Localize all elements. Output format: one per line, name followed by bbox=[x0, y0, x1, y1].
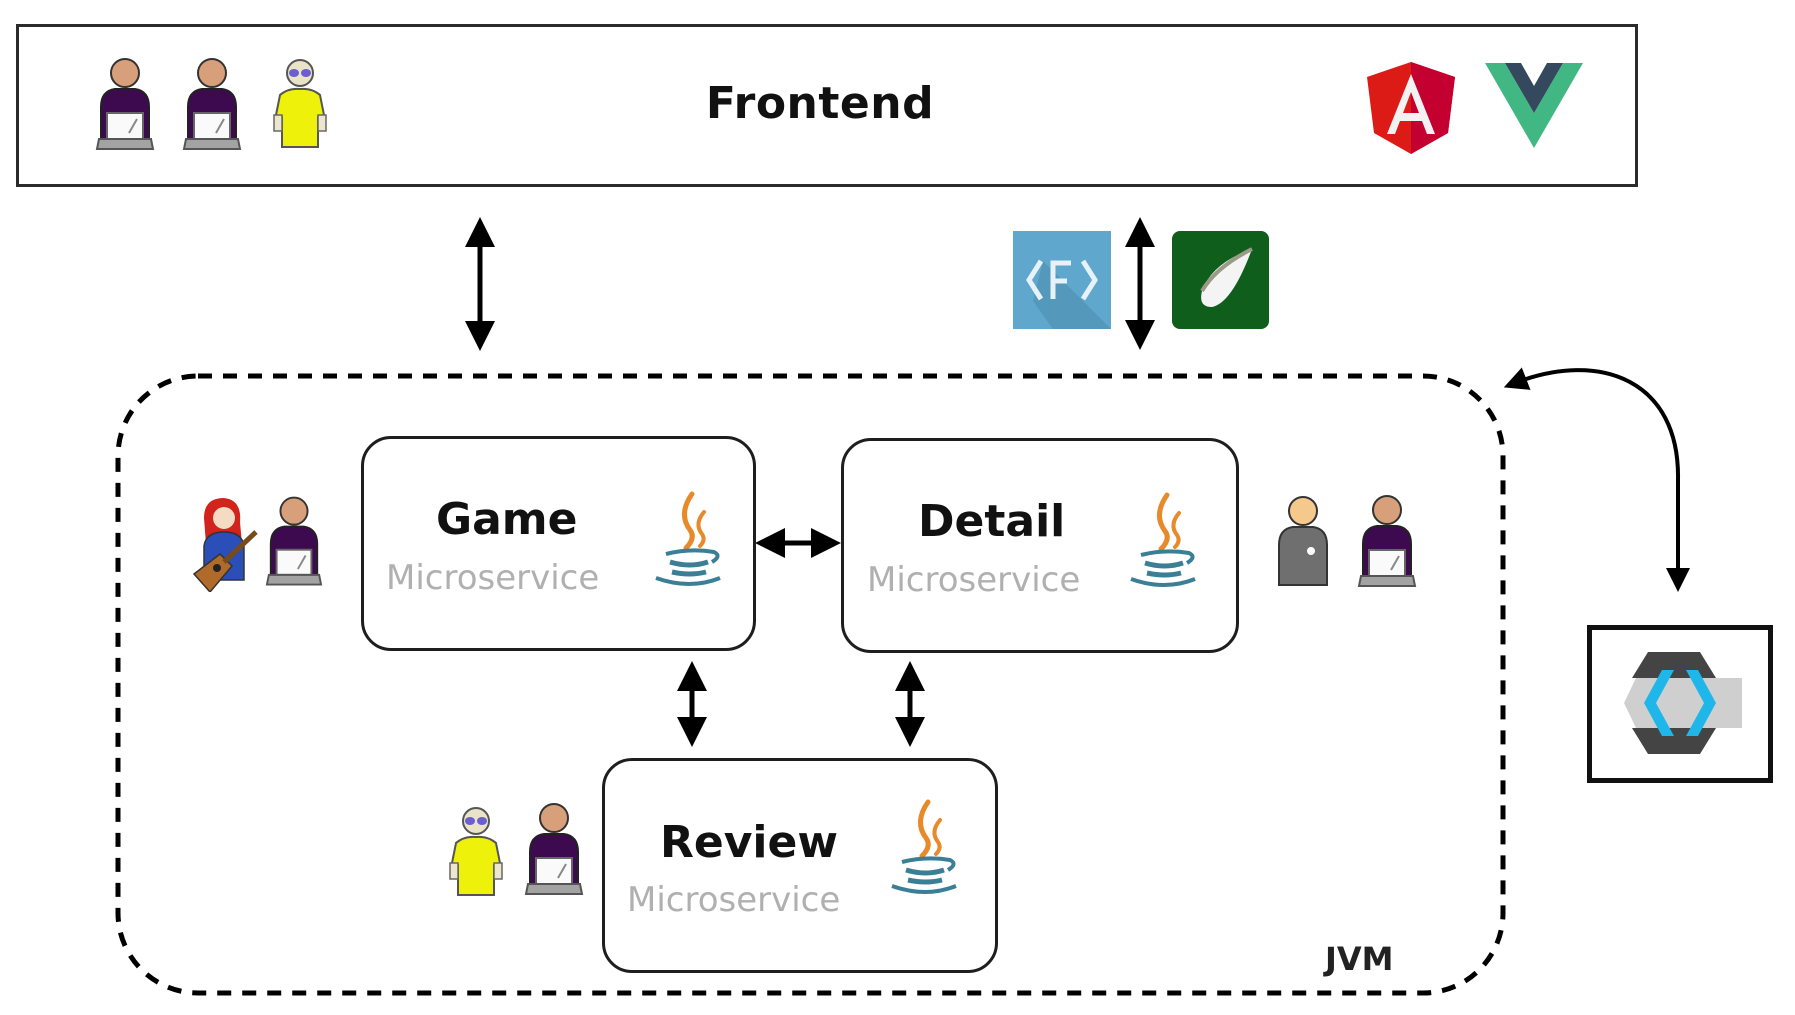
java-icon bbox=[650, 490, 730, 590]
developer-icon bbox=[182, 55, 242, 155]
guitarist-icon bbox=[190, 492, 262, 592]
tester-icon bbox=[446, 803, 506, 903]
leaf-icon[interactable] bbox=[1172, 231, 1269, 329]
game-service-title: Game bbox=[436, 494, 578, 545]
frontend-box[interactable] bbox=[16, 24, 1638, 187]
detail-service-title: Detail bbox=[918, 496, 1066, 547]
keycloak-icon bbox=[1624, 652, 1742, 754]
developer-icon bbox=[1357, 492, 1417, 592]
graphql-f-icon[interactable] bbox=[1013, 231, 1111, 329]
detail-service-box[interactable] bbox=[841, 438, 1239, 653]
frontend-title: Frontend bbox=[705, 78, 935, 129]
arrow-jvm-keycloak bbox=[1503, 367, 1690, 592]
review-service-box[interactable] bbox=[602, 758, 998, 973]
angular-logo-icon bbox=[1367, 62, 1455, 154]
review-service-subtitle: Microservice bbox=[627, 880, 841, 920]
developer-icon bbox=[265, 492, 323, 592]
tester-icon bbox=[270, 55, 330, 155]
developer-icon bbox=[95, 55, 155, 155]
jvm-label: JVM bbox=[1325, 940, 1394, 978]
developer-icon bbox=[524, 800, 584, 900]
vue-logo-icon bbox=[1485, 63, 1583, 148]
review-service-title: Review bbox=[660, 817, 838, 868]
manager-icon bbox=[1273, 493, 1333, 593]
game-service-subtitle: Microservice bbox=[386, 558, 600, 598]
java-icon bbox=[1125, 490, 1205, 592]
jvm-boundary bbox=[115, 373, 1506, 996]
java-icon bbox=[886, 797, 966, 899]
detail-service-subtitle: Microservice bbox=[867, 560, 1081, 600]
